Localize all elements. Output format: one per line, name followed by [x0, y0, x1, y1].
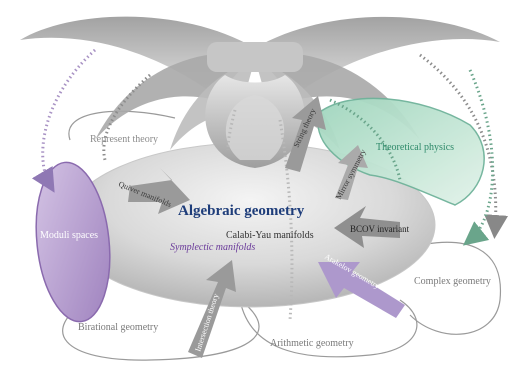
arithmetic-geometry-label: Arithmetic geometry: [270, 338, 354, 349]
theoretical-physics-label: Theoretical physics: [376, 142, 454, 153]
represent-theory-label: Represent theory: [90, 134, 158, 145]
symplectic-label: Symplectic manifolds: [170, 242, 255, 253]
center-label: Algebraic geometry: [178, 203, 305, 219]
moduli-spaces-label: Moduli spaces: [40, 230, 98, 241]
birational-geometry-label: Birational geometry: [78, 322, 158, 333]
calabi-yau-label: Calabi-Yau manifolds: [226, 230, 314, 241]
fountain-cap: [207, 42, 303, 72]
complex-geometry-label: Complex geometry: [414, 276, 491, 287]
bcov-label: BCOV invariant: [350, 224, 410, 234]
